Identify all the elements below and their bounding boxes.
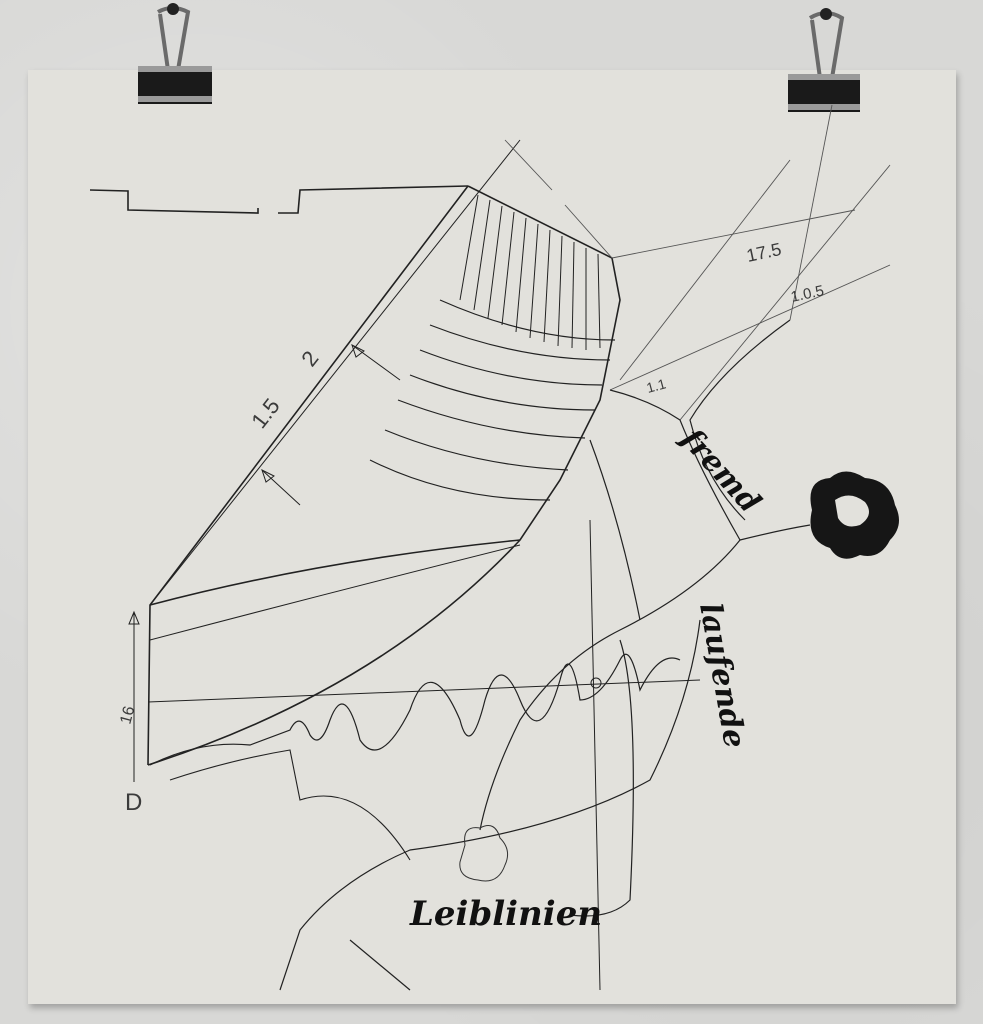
tree-filled-icon <box>810 471 899 559</box>
measure-2: 2 <box>296 346 323 371</box>
word-laufende: laufende <box>692 600 752 750</box>
measure-16: 16 <box>117 704 138 726</box>
measure-1-5: 1.5 <box>246 394 285 433</box>
measure-1-1: 1.1 <box>645 375 668 396</box>
tree-outline-icon <box>459 825 509 882</box>
label-d: D <box>125 789 142 816</box>
hatch-area <box>459 194 601 350</box>
measure-1-0-5: 1.0.5 <box>789 282 825 306</box>
ink-lines <box>89 104 891 991</box>
measure-17-5: 17.5 <box>745 239 783 266</box>
paper-sheet <box>28 70 956 1004</box>
word-leiblinien: Leiblinien <box>409 894 602 934</box>
binder-clip-right <box>788 8 860 112</box>
binder-clip-left <box>138 3 212 104</box>
